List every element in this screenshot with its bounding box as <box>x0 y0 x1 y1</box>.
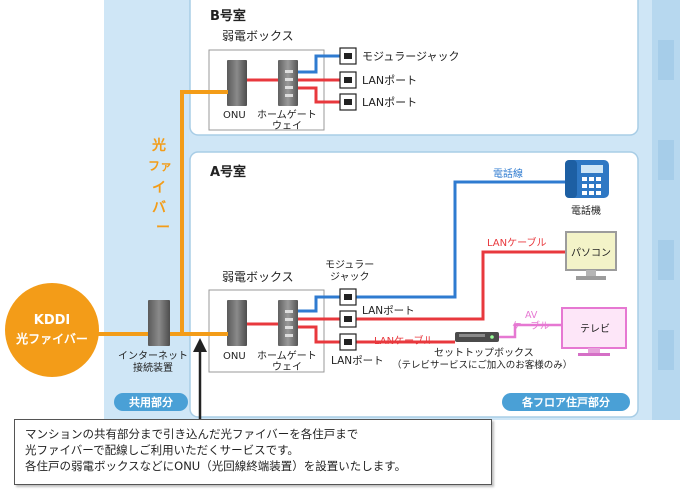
note-line-1: マンションの共有部分まで引き込んだ光ファイバーを各住戸まで <box>25 427 359 441</box>
room-a-av-label-2: ケーブル <box>512 320 550 332</box>
fiber-label-4: バ <box>152 200 166 216</box>
phone-icon <box>565 160 609 198</box>
room-a-lan-port-label-1: LANポート <box>362 305 415 317</box>
room-a-lan-cable-pc <box>356 250 565 321</box>
note-line-3: 各住戸の弱電ボックスなどにONU（光回線終端装置）を設置いたします。 <box>25 459 407 473</box>
phone-label: 電話機 <box>571 204 601 217</box>
room-a-box-label: 弱電ボックス <box>222 270 294 284</box>
room-b-box-label: 弱電ボックス <box>222 29 294 43</box>
room-a-phone-line-label: 電話線 <box>493 167 523 180</box>
room-a-lan-port-label-2: LANポート <box>331 355 384 367</box>
stb-label: セットトップボックス <box>434 347 534 359</box>
room-b-gateway-label-2: ウェイ <box>272 120 302 132</box>
fiber-label-3: イ <box>152 180 166 196</box>
building-side <box>652 0 680 420</box>
floor-area-label: 各フロア住戸部分 <box>521 395 610 409</box>
room-a-gateway-label-2: ウェイ <box>272 361 302 373</box>
pc-icon <box>565 231 617 280</box>
shared-area-badge <box>114 393 188 411</box>
fiber-label-2: ファ <box>148 159 172 173</box>
room-a-title: A号室 <box>210 164 246 180</box>
room-a-lan-cable-label-2: LANケーブル <box>374 334 434 347</box>
kddi-fiber-circle <box>5 283 99 377</box>
room-b-jacks <box>339 47 357 111</box>
room-a-phone-stub <box>298 295 340 313</box>
shared-area-label: 共用部分 <box>129 395 173 409</box>
internet-device-icon <box>148 300 170 346</box>
room-b-title: B号室 <box>210 8 246 24</box>
room-a-av-label-1: AV <box>525 310 538 321</box>
fiber-label-5: ー <box>156 220 170 236</box>
internet-device-label-1: インターネット <box>118 350 188 362</box>
room-a-phone-line <box>356 180 565 299</box>
fiber-riser-line <box>170 90 228 336</box>
set-top-box-icon <box>455 332 499 342</box>
tv-label: テレビ <box>580 323 610 335</box>
room-a-gateway <box>278 300 298 346</box>
floor-area-badge <box>502 393 630 411</box>
kddi-label-1: KDDI <box>34 313 71 328</box>
room-b-lan-cable-2 <box>298 86 340 104</box>
room-b-onu-label: ONU <box>223 110 246 121</box>
note-pointer-arrowhead <box>193 338 207 352</box>
kddi-label-2: 光ファイバー <box>15 331 88 346</box>
room-b-phone-cable <box>298 54 340 74</box>
room-b-gateway-ports <box>285 70 293 97</box>
room-a-modular-jack-label-2: ジャック <box>330 271 370 283</box>
building-windows <box>658 40 674 370</box>
pc-label: パソコン <box>571 247 611 259</box>
explanation-note: マンションの共有部分まで引き込んだ光ファイバーを各住戸まで 光ファイバーで配線し… <box>14 419 492 485</box>
room-b-port-label-lan-1: LANポート <box>362 74 417 87</box>
room-a-lan-cable-label-1: LANケーブル <box>487 236 547 249</box>
room-a-gateway-label-1: ホームゲート <box>257 350 317 362</box>
room-b-port-label-modular: モジュラージャック <box>362 50 459 63</box>
note-line-2: 光ファイバーで配線しご利用いただくサービスです。 <box>25 443 299 457</box>
room-a-modular-jack-label-1: モジュラー <box>325 259 374 271</box>
tv-icon <box>561 307 627 356</box>
fiber-label-1: 光 <box>151 137 166 154</box>
room-b-gateway <box>278 60 298 106</box>
room-a-lan-stub-2 <box>298 325 340 344</box>
room-b-gateway-label-1: ホームゲート <box>257 109 317 121</box>
stb-note: （テレビサービスにご加入のお客様のみ） <box>392 359 572 371</box>
room-a-jacks <box>339 288 357 351</box>
internet-device-label-2: 接続装置 <box>133 361 173 374</box>
room-b-onu <box>227 60 247 106</box>
fiber-label: 光 ファ イ バ ー <box>148 137 172 236</box>
room-a-onu-label: ONU <box>223 351 246 362</box>
room-a-gateway-ports <box>285 310 293 337</box>
room-a-av-cable <box>498 323 562 339</box>
room-b-port-label-lan-2: LANポート <box>362 96 417 109</box>
room-a-onu <box>227 300 247 346</box>
